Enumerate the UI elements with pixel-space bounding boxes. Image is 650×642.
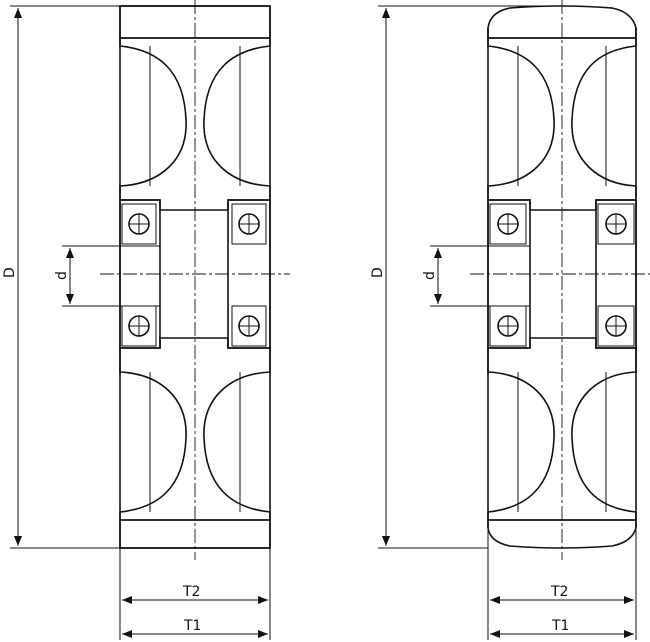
tread-bottom-right xyxy=(487,519,637,549)
bearing-top-left-left xyxy=(121,203,157,245)
dimension-d-label: d xyxy=(422,271,438,280)
dimension-T1-label: T1 xyxy=(183,618,201,634)
dimension-D-label: D xyxy=(2,267,18,278)
wheel-drawing-right: D d T2 T1 xyxy=(370,0,650,640)
wheel-drawing-left: D d T2 T1 xyxy=(2,0,290,640)
bearing-top-right-left xyxy=(231,203,267,245)
bearing-bottom-right-right xyxy=(597,305,635,347)
bearing-top-right-right xyxy=(597,203,635,245)
bearing-bottom-right-left xyxy=(231,305,267,347)
dimension-T2-label: T2 xyxy=(550,584,568,600)
bearing-bottom-left-left xyxy=(121,305,157,347)
dimension-T2-label: T2 xyxy=(182,584,200,600)
tread-top-right xyxy=(487,5,637,39)
bearing-bottom-left-right xyxy=(489,305,527,347)
dimension-T1-label: T1 xyxy=(551,618,569,634)
dimension-D-label: D xyxy=(370,267,386,278)
bearing-top-left-right xyxy=(489,203,527,245)
dimension-d-label: d xyxy=(54,271,70,280)
